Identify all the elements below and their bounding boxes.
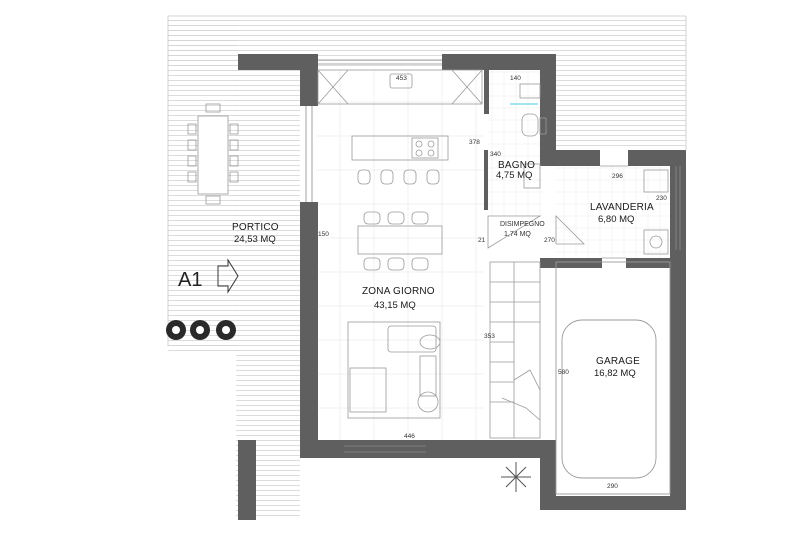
window-openings	[305, 59, 681, 453]
dimension-label: 150	[318, 231, 329, 238]
room-name-zona-giorno: ZONA GIORNO	[362, 286, 435, 297]
dimension-label: 580	[558, 369, 569, 376]
dimension-label: 270	[544, 237, 555, 244]
dimension-label: 453	[396, 75, 407, 82]
kitchen-counter	[317, 69, 483, 105]
kitchen-island	[351, 135, 449, 185]
plant-star	[501, 462, 531, 492]
living-sofa	[347, 321, 441, 419]
interior-floors	[316, 70, 672, 508]
room-name-lavanderia: LAVANDERIA	[590, 202, 654, 213]
section-marker-label: A1	[178, 269, 202, 291]
dimension-label: 290	[607, 483, 618, 490]
garage-car-outline	[555, 261, 671, 495]
walls	[238, 54, 686, 520]
dimension-label: 353	[484, 333, 495, 340]
room-name-bagno: BAGNO	[498, 160, 535, 171]
section-arrow	[217, 258, 239, 294]
portico-table	[187, 103, 239, 205]
dimension-label: 230	[656, 195, 667, 202]
dimension-label: 296	[612, 173, 623, 180]
dimension-label: 340	[490, 151, 501, 158]
staircase	[489, 261, 541, 439]
room-area-lavanderia: 6,80 MQ	[598, 214, 634, 225]
door-swings	[487, 165, 628, 259]
room-name-disimpegno: DISIMPEGNO	[500, 221, 545, 228]
bathroom-fixtures	[510, 83, 547, 189]
room-area-disimpegno: 1,74 MQ	[504, 231, 531, 238]
room-name-garage: GARAGE	[596, 356, 640, 367]
plants	[166, 320, 236, 340]
laundry-fixtures	[643, 169, 669, 255]
room-area-bagno: 4,75 MQ	[496, 170, 532, 181]
room-area-zona-giorno: 43,15 MQ	[374, 300, 416, 311]
dimension-label: 378	[469, 139, 480, 146]
dining-table	[357, 211, 443, 271]
room-name-portico: PORTICO	[232, 222, 279, 233]
dimension-label: 446	[404, 433, 415, 440]
room-area-garage: 16,82 MQ	[594, 368, 636, 379]
dimension-label: 140	[510, 75, 521, 82]
dimension-label: 21	[478, 237, 486, 244]
room-area-portico: 24,53 MQ	[234, 234, 276, 245]
